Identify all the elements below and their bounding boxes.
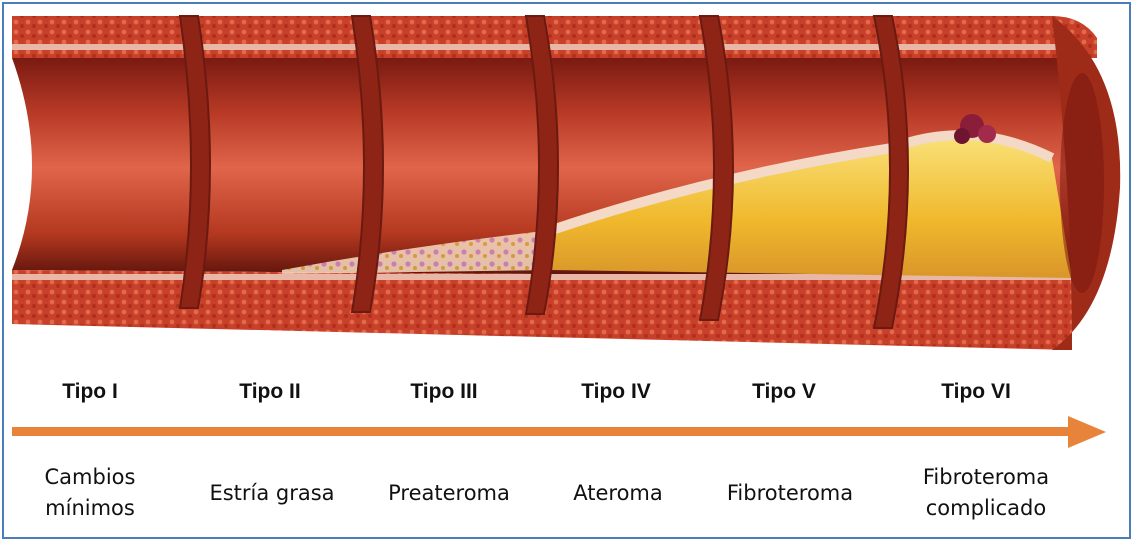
- stage-description: Preateroma: [359, 478, 539, 509]
- stage-type-label: Tipo II: [190, 380, 350, 404]
- description-line: Ateroma: [528, 478, 708, 509]
- stage-description: Ateroma: [528, 478, 708, 509]
- artery-end-lumen: [1060, 73, 1104, 293]
- description-line: Fibroteroma: [896, 462, 1076, 493]
- description-line: Fibroteroma: [700, 478, 880, 509]
- stage-description: Cambios mínimos: [0, 462, 180, 524]
- stage-type-label: Tipo III: [364, 380, 524, 404]
- stage-type-label: Tipo I: [10, 380, 170, 404]
- description-line: Preateroma: [359, 478, 539, 509]
- artery-outer-wall-top: [12, 16, 1097, 58]
- stage-description: Fibroteroma complicado: [896, 462, 1076, 524]
- stage-description: Fibroteroma: [700, 478, 880, 509]
- description-line: Estría grasa: [182, 478, 362, 509]
- stage-type-label: Tipo IV: [536, 380, 696, 404]
- stage-description: Estría grasa: [182, 478, 362, 509]
- artery-illustration: [12, 8, 1124, 360]
- description-line: complicado: [896, 493, 1076, 524]
- description-line: mínimos: [0, 493, 180, 524]
- description-line: Cambios: [0, 462, 180, 493]
- stage-type-label: Tipo V: [704, 380, 864, 404]
- progression-arrow: [12, 414, 1106, 450]
- stage-type-label: Tipo VI: [896, 380, 1056, 404]
